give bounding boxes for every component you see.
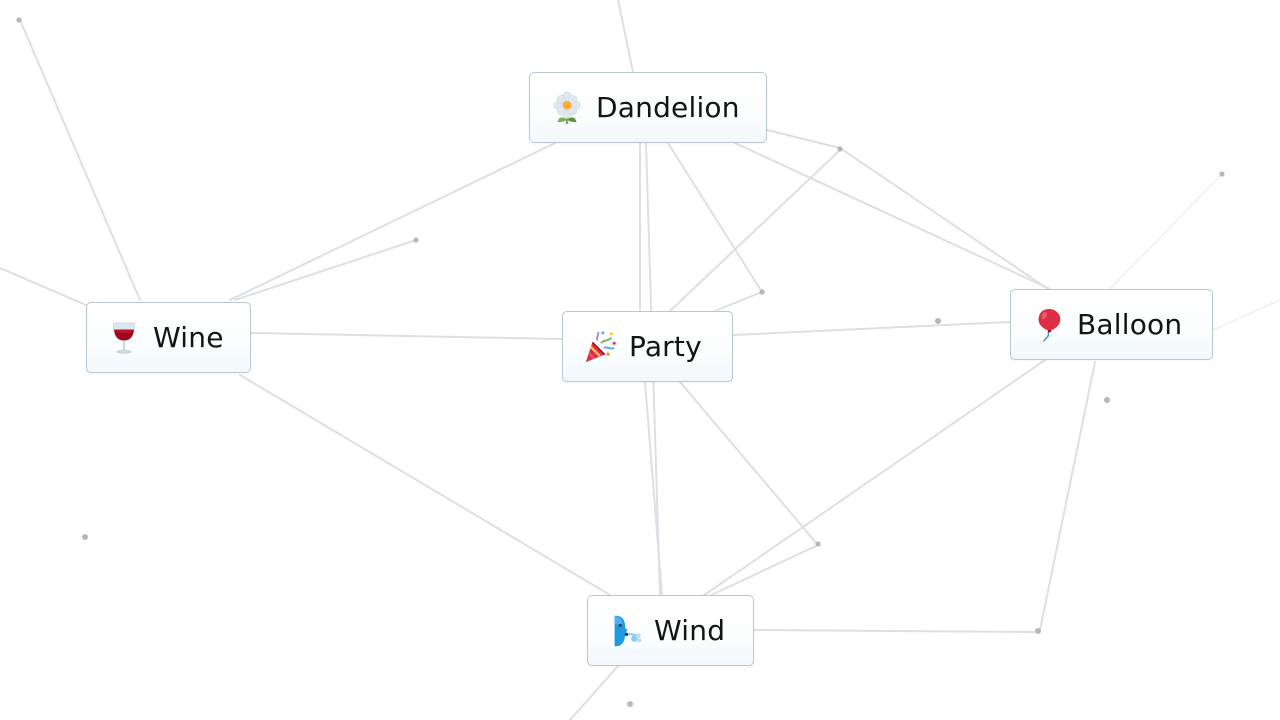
intersection-dot: [1035, 628, 1041, 634]
intersection-dot: [627, 701, 633, 707]
link-line: [0, 267, 87, 306]
link-line: [714, 291, 763, 312]
link-line: [644, 381, 663, 596]
element-dandelion[interactable]: Dandelion: [529, 72, 767, 143]
link-line: [732, 321, 1011, 336]
link-line: [1212, 299, 1280, 331]
link-line: [679, 381, 819, 546]
link-line: [234, 239, 417, 301]
link-line: [617, 0, 634, 73]
intersection-dot: [759, 289, 765, 295]
element-label: Party: [629, 330, 702, 363]
intersection-dot: [16, 17, 22, 23]
link-line: [839, 147, 1049, 290]
link-line: [753, 629, 1041, 633]
element-label: Balloon: [1077, 308, 1183, 341]
intersection-dot: [837, 146, 843, 152]
link-line: [667, 142, 763, 293]
intersection-dot: [82, 534, 88, 540]
link-line: [1039, 361, 1096, 631]
balloon-icon: [1031, 308, 1065, 342]
element-label: Wind: [654, 614, 726, 647]
link-line: [239, 374, 611, 596]
element-party[interactable]: Party: [562, 311, 733, 382]
intersection-dot: [413, 237, 419, 243]
link-line: [1109, 173, 1223, 290]
link-line: [569, 665, 619, 720]
link-line: [704, 544, 819, 599]
element-wine[interactable]: Wine: [86, 302, 251, 373]
intersection-dot: [1104, 397, 1110, 403]
element-balloon[interactable]: Balloon: [1010, 289, 1213, 360]
element-label: Wine: [153, 321, 224, 354]
link-line: [734, 142, 1051, 290]
intersection-dot: [935, 318, 941, 324]
party-popper-icon: [583, 330, 617, 364]
link-line: [19, 19, 141, 301]
link-line: [250, 332, 563, 340]
link-line: [699, 359, 1046, 599]
dandelion-icon: [550, 91, 584, 125]
link-line: [766, 129, 841, 149]
intersection-dot: [1219, 171, 1225, 177]
link-line: [229, 142, 556, 301]
link-line: [669, 149, 841, 312]
element-wind[interactable]: Wind: [587, 595, 754, 666]
element-label: Dandelion: [596, 91, 740, 124]
intersection-dot: [815, 541, 821, 547]
wind-face-icon: [608, 614, 642, 648]
wine-glass-icon: [107, 321, 141, 355]
